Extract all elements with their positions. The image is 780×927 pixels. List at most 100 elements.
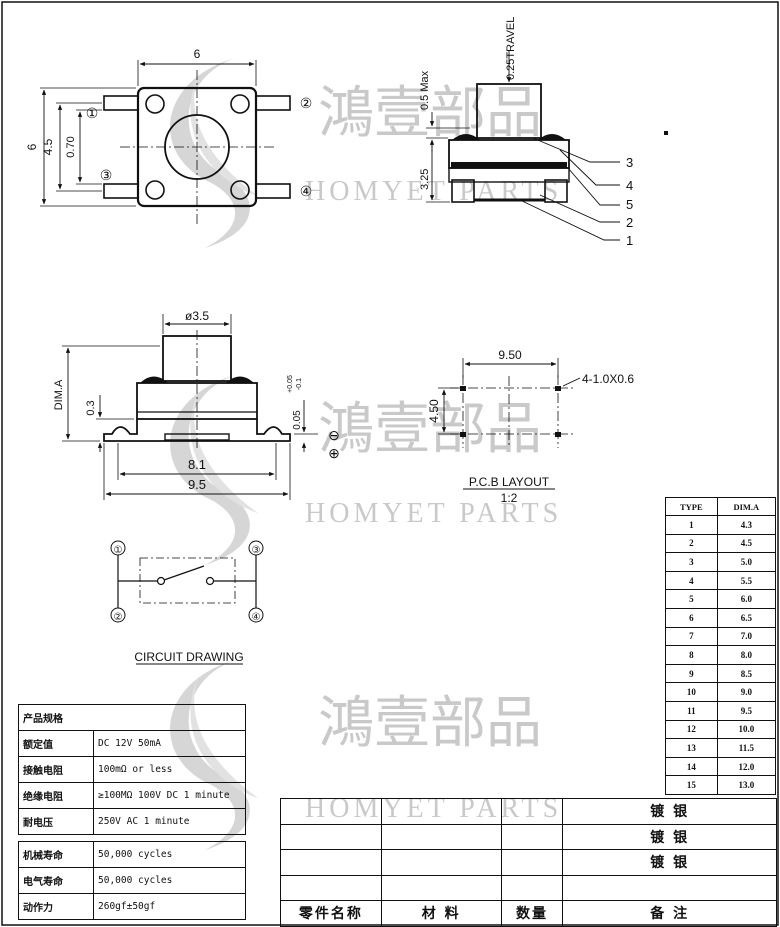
- table-row: 镀 银: [280, 823, 777, 850]
- header-remarks: 备 注: [562, 900, 777, 927]
- pin-label: ③: [100, 167, 113, 183]
- dim-tol-plus: +0.05: [287, 375, 294, 393]
- pcb-title: P.C.B LAYOUT: [469, 475, 550, 489]
- parts-cell: [500, 849, 564, 876]
- parts-cell: 镀 银: [562, 798, 777, 825]
- dim-diameter: ø3.5: [185, 309, 209, 323]
- table-row: 镀 银: [280, 849, 777, 876]
- table-row: 绝缘电阻≥100MΩ 100V DC 1 minute: [18, 782, 246, 809]
- cell-dim-a: 10.0: [716, 719, 777, 740]
- cell-dim-a: 7.0: [716, 626, 777, 647]
- watermark-cn: 鴻壹部品: [318, 693, 542, 755]
- cell-type: 6: [665, 607, 718, 628]
- dim-height: 3.25: [419, 169, 431, 190]
- parts-cell: 镀 银: [562, 849, 777, 876]
- spec-value: DC 12V 50mA: [93, 730, 246, 757]
- top-view: 6 6 4.5 0.70 ① ② ③ ④: [25, 47, 312, 225]
- circuit-pin-3: ③: [252, 545, 261, 556]
- cell-dim-a: 9.0: [716, 682, 777, 702]
- callout: 4: [626, 178, 633, 193]
- dim-travel: 0.25TRAVEL: [505, 17, 517, 80]
- spec-value: 50,000 cycles: [93, 841, 246, 868]
- circuit-drawing: ① ③ ② ④ CIRCUIT DRAWING: [110, 540, 264, 665]
- spec-value: 260gf±50gf: [93, 893, 246, 920]
- pcb-dim-height: 4.50: [427, 399, 441, 423]
- header-material: 材 料: [380, 900, 502, 927]
- cell-dim-a: 4.3: [716, 515, 777, 535]
- dim-a: DIM.A: [53, 379, 65, 410]
- parts-cell: 镀 银: [562, 823, 777, 850]
- pin-label: ②: [300, 95, 313, 111]
- table-row: [280, 874, 777, 901]
- cell-type: 10: [665, 682, 718, 702]
- callout: 2: [626, 215, 633, 230]
- pcb-pad-spec: 4-1.0X0.6: [582, 372, 634, 386]
- pcb-dim-width: 9.50: [498, 348, 522, 362]
- watermark-cn: 鴻壹部品: [318, 83, 542, 145]
- watermark-cn: 鴻壹部品: [318, 399, 542, 461]
- dim-width: 6: [194, 47, 201, 61]
- spec-label: 电气寿命: [18, 867, 94, 894]
- circuit-pin-1: ①: [114, 545, 123, 556]
- cell-dim-a: 8.5: [716, 663, 777, 684]
- dim-pin-gap: 0.70: [65, 136, 77, 157]
- spec-value: 250V AC 1 minute: [93, 808, 246, 835]
- cell-dim-a: 4.5: [716, 533, 777, 554]
- table-row: 产品规格: [18, 704, 246, 731]
- pcb-layout: 9.50 4.50 4-1.0X0.6 P.C.B LAYOUT 1:2: [427, 348, 634, 505]
- cell-type: 11: [665, 700, 718, 721]
- parts-cell: [280, 798, 382, 825]
- table-row: 镀 银: [280, 798, 777, 825]
- parts-cell: [562, 874, 777, 901]
- cell-type: 5: [665, 589, 718, 609]
- parts-cell: [380, 798, 502, 825]
- dim-9-5: 9.5: [188, 477, 206, 492]
- parts-cell: [500, 823, 564, 850]
- spec-label: 耐电压: [18, 808, 94, 835]
- sign-minus: ⊖: [328, 427, 340, 443]
- spec-value: 100mΩ or less: [93, 756, 246, 783]
- cell-type: 2: [665, 533, 718, 554]
- dim-tol-minus: -0.1: [296, 378, 303, 390]
- cell-dim-a: 9.5: [716, 700, 777, 721]
- pin-label: ①: [86, 105, 99, 121]
- callout: 1: [626, 233, 633, 248]
- pcb-scale: 1:2: [501, 491, 518, 505]
- cell-dim-a: 13.0: [716, 775, 777, 795]
- cell-dim-a: 5.0: [716, 552, 777, 572]
- parts-cell: [380, 849, 502, 876]
- cell-type: 4: [665, 570, 718, 591]
- parts-cell: [500, 874, 564, 901]
- spec-label: 机械寿命: [18, 841, 94, 868]
- dim-tolerance: 0.05: [292, 410, 303, 430]
- cell-type: 7: [665, 626, 718, 647]
- cell-dim-a: 6.0: [716, 589, 777, 609]
- parts-table: 镀 银镀 银镀 银 零件名称 材 料 数量 备 注: [280, 798, 777, 927]
- watermark-en: HOMYET PARTS: [305, 498, 562, 529]
- parts-cell: [280, 849, 382, 876]
- dim-0-3: 0.3: [85, 400, 97, 415]
- cell-type: 13: [665, 738, 718, 758]
- side-view-top: 0.25TRAVEL 0.5 Max 3.25 3 4 5 2 1: [419, 17, 633, 248]
- header-dim-a: DIM.A: [716, 497, 777, 516]
- side-view-bottom: ø3.5 DIM.A 0.3 0.05 +0.05 -0.1 ⊖ ⊕ 8.1 9…: [53, 309, 340, 500]
- parts-header-row: 零件名称 材 料 数量 备 注: [280, 900, 777, 927]
- cell-dim-a: 8.0: [716, 645, 777, 665]
- parts-cell: [380, 823, 502, 850]
